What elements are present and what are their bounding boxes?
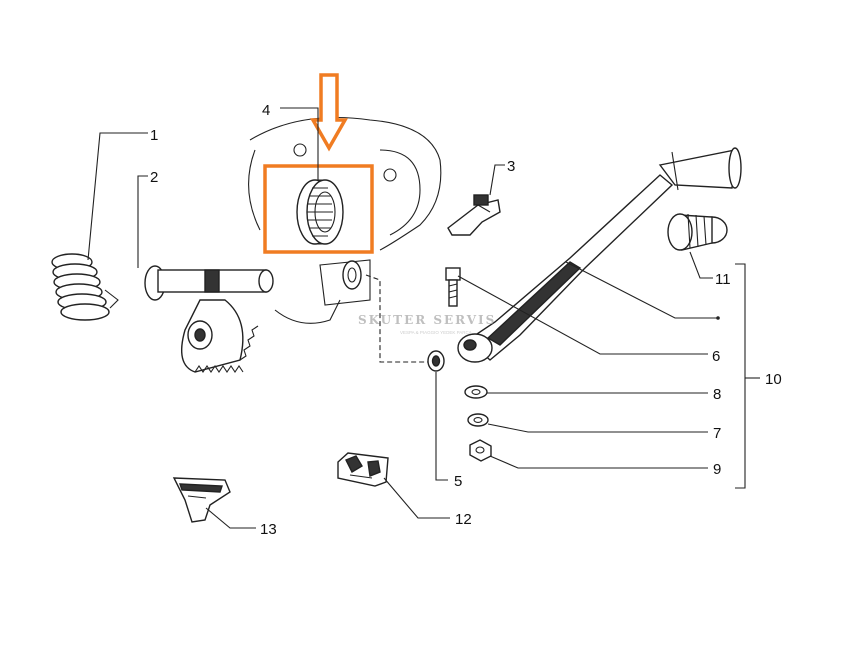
callout-4: 4 xyxy=(262,102,270,119)
leader-6 xyxy=(457,275,708,355)
part-11-grip xyxy=(667,213,728,251)
watermark: SKUTER SERVIS VESPA & PIAGGIO YEDEK PARC… xyxy=(358,313,496,335)
callout-1: 1 xyxy=(150,127,158,144)
part-4-bearing xyxy=(296,179,344,245)
part-3-clip xyxy=(447,194,501,236)
leader-7 xyxy=(487,423,708,433)
callout-12: 12 xyxy=(455,511,472,528)
leader-10-lever xyxy=(565,261,720,320)
callout-10: 10 xyxy=(765,371,782,388)
leader-9 xyxy=(489,455,708,469)
leader-5-dashed xyxy=(365,274,448,481)
arrow-down-icon xyxy=(309,73,349,152)
leader-2 xyxy=(137,175,148,268)
leader-1 xyxy=(87,132,148,261)
leader-3 xyxy=(489,164,505,196)
leader-12 xyxy=(383,477,450,519)
bracket-10 xyxy=(735,263,760,489)
watermark-subtitle: VESPA & PIAGGIO YEDEK PARCA xyxy=(400,330,472,335)
part-8-washer xyxy=(464,385,488,399)
callout-9: 9 xyxy=(713,461,721,478)
callout-8: 8 xyxy=(713,386,721,403)
callout-11: 11 xyxy=(715,271,731,288)
part-10-lever xyxy=(457,147,742,363)
leader-11 xyxy=(689,251,713,279)
callout-13: 13 xyxy=(260,521,277,538)
callout-5: 5 xyxy=(454,473,462,490)
callout-7: 7 xyxy=(713,425,721,442)
part-2-shaft xyxy=(144,265,274,373)
leader-4 xyxy=(280,107,319,180)
engine-housing xyxy=(248,116,442,324)
part-1-spring xyxy=(51,253,119,321)
part-13-bracket xyxy=(172,477,231,523)
part-6-bolt xyxy=(445,267,461,307)
leader-13 xyxy=(205,507,256,529)
part-9-nut xyxy=(469,439,492,462)
watermark-title: SKUTER SERVIS xyxy=(358,313,496,327)
part-7-lockwasher xyxy=(467,413,489,427)
part-5-seal xyxy=(427,350,445,372)
callout-2: 2 xyxy=(150,169,158,186)
callout-6: 6 xyxy=(712,348,720,365)
callout-3: 3 xyxy=(507,158,515,175)
part-12-pedal-rubber xyxy=(337,452,389,487)
